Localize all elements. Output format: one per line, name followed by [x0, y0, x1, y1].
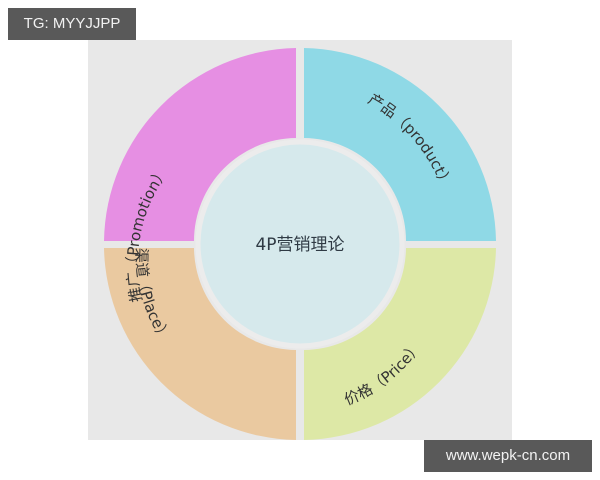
quadrant-promotion: [104, 48, 296, 241]
watermark-top-left: TG: MYYJJPP: [8, 8, 136, 40]
watermark-bottom-right: www.wepk-cn.com: [424, 440, 592, 472]
center-label: 4P营销理论: [255, 235, 344, 255]
center-circle: [195, 139, 405, 349]
quadrant-place: [104, 248, 296, 440]
quadrant-product: [304, 48, 496, 241]
quadrant-price: [304, 248, 496, 440]
